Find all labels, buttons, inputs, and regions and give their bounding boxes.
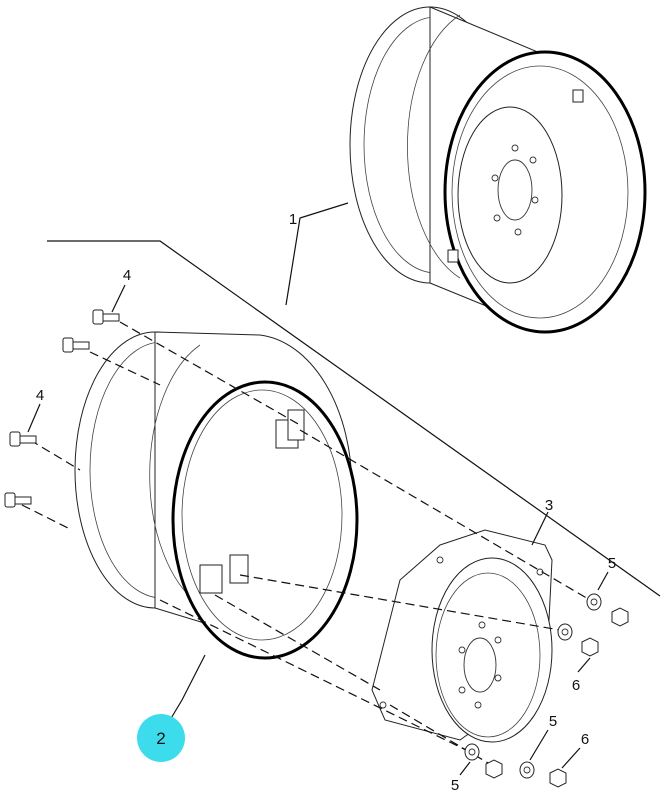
bolt	[4, 492, 32, 508]
bolt	[9, 431, 37, 447]
leader-line-4a	[111, 284, 126, 313]
callout-4-top: 4	[123, 267, 131, 284]
leader-line-6b	[561, 747, 581, 769]
callout-6-right: 6	[572, 677, 580, 694]
washers	[464, 593, 602, 779]
nuts	[485, 607, 629, 788]
leader-line-5a	[597, 571, 609, 591]
upper-wheel-rim	[349, 6, 647, 334]
callout-3: 3	[545, 497, 553, 514]
assembly-lines	[21, 321, 591, 771]
center-disc	[371, 529, 553, 743]
leader-line-3	[531, 511, 549, 546]
rim-mounting-bracket	[199, 409, 305, 594]
group-boundary-line	[47, 240, 661, 597]
leader-line-1	[285, 202, 349, 306]
callout-2: 2	[156, 729, 165, 748]
highlight-circle	[137, 714, 185, 762]
callout-5-bottom-right: 5	[549, 713, 557, 730]
callout-5-right: 5	[608, 555, 616, 572]
bolt	[92, 309, 120, 325]
leader-line-5b	[529, 729, 549, 761]
leader-line-6a	[577, 657, 591, 673]
callout-1: 1	[289, 211, 297, 228]
bolt	[62, 337, 90, 353]
callout-4-mid: 4	[36, 387, 44, 404]
leader-line-5c	[459, 761, 471, 776]
lower-wheel-rim	[74, 331, 359, 660]
leader-line-4b	[27, 403, 41, 433]
callout-2-highlight[interactable]: 2	[137, 714, 185, 762]
callout-5-bottom: 5	[451, 777, 459, 794]
callout-6-bottom-right: 6	[581, 731, 589, 748]
leader-line-2	[169, 654, 206, 721]
